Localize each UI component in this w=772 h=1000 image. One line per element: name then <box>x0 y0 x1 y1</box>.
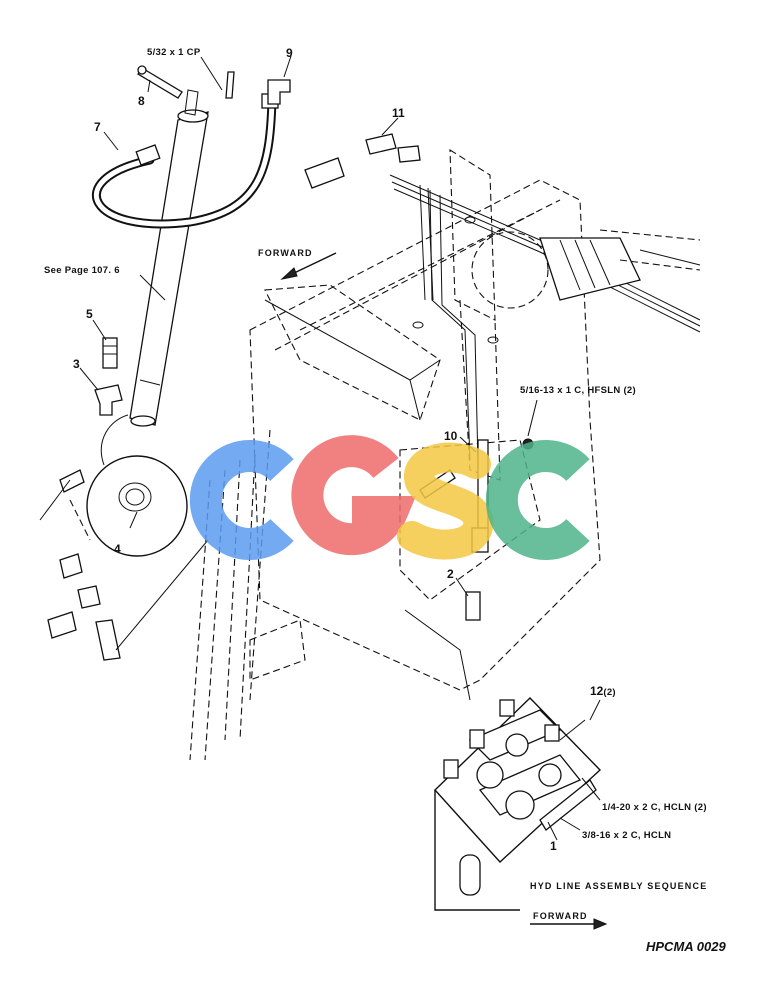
bolt-hcln-2-spec: 1/4-20 x 2 C, HCLN (2) <box>602 802 707 813</box>
callout-10: 10 <box>444 429 458 443</box>
callout-4: 4 <box>114 542 121 556</box>
callout-6: See Page 107. 6 <box>44 265 120 276</box>
leader-lines <box>79 55 608 930</box>
callout-12-number: 12 <box>590 684 604 698</box>
callout-9: 9 <box>286 46 293 60</box>
forward-label-top: FORWARD <box>258 248 313 258</box>
labels: FORWARD FORWARD HYD LINE ASSEMBLY SEQUEN… <box>258 248 726 954</box>
callout-2: 2 <box>447 567 454 581</box>
assembly-sequence-title: HYD LINE ASSEMBLY SEQUENCE <box>530 881 707 891</box>
callouts: 1 2 3 4 5 See Page 107. 6 7 8 9 10 11 12… <box>44 46 616 853</box>
watermark-c1 <box>189 440 294 560</box>
hydraulic-line-bundle <box>389 174 701 333</box>
callout-5: 5 <box>86 307 93 321</box>
callout-12-qty: (2) <box>603 687 616 698</box>
hydraulic-hose <box>92 93 279 229</box>
hardware-notes: 5/32 x 1 CP 5/16-13 x 1 C, HFSLN (2) 1/4… <box>147 47 707 841</box>
detail-inset <box>86 414 209 651</box>
assembly-sequence-detail <box>434 697 602 911</box>
watermark-g <box>291 435 417 556</box>
cgsc-watermark-logo <box>189 435 590 560</box>
callout-3: 3 <box>73 357 80 371</box>
forward-label-bottom: FORWARD <box>533 911 588 921</box>
bolt-hfsln-spec: 5/16-13 x 1 C, HFSLN (2) <box>520 385 636 396</box>
fittings <box>39 65 534 661</box>
watermark-c2 <box>485 440 590 560</box>
hydraulic-cylinder <box>129 89 209 427</box>
callout-8: 8 <box>138 94 145 108</box>
callout-7: 7 <box>94 120 101 134</box>
figure-id: HPCMA 0029 <box>646 939 726 954</box>
callout-12: 12(2) <box>590 684 616 698</box>
callout-11: 11 <box>392 106 405 120</box>
bolt-hcln-spec: 3/8-16 x 2 C, HCLN <box>582 830 671 841</box>
pin-spec: 5/32 x 1 CP <box>147 47 201 58</box>
callout-1: 1 <box>550 839 557 853</box>
watermark-s <box>397 442 494 560</box>
